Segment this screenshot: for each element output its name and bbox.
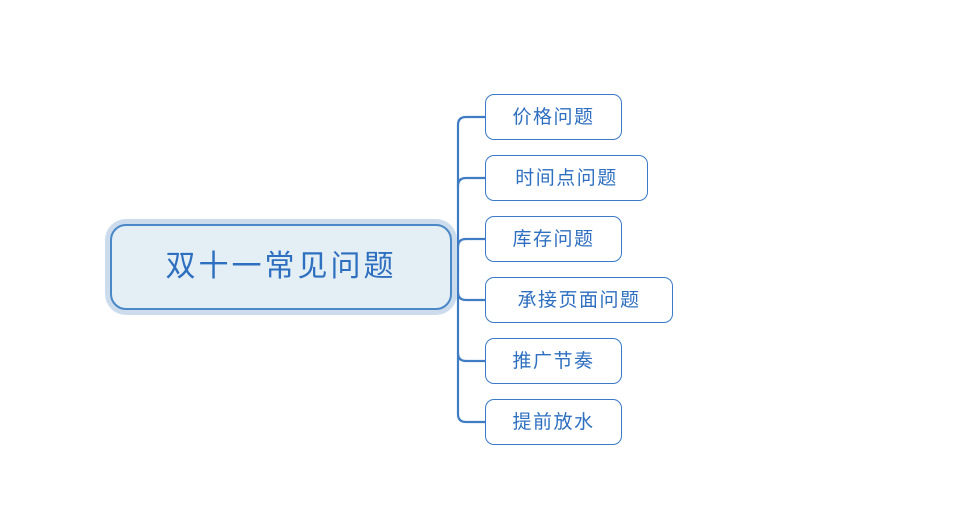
child-node-label: 推广节奏 — [512, 349, 595, 372]
child-node-label: 提前放水 — [512, 410, 595, 433]
child-node-label: 承接页面问题 — [517, 288, 641, 311]
child-node-price[interactable]: 价格问题 — [485, 94, 622, 140]
connector-branch-5 — [456, 412, 487, 424]
connector-branch-4 — [456, 351, 487, 363]
child-node-timing[interactable]: 时间点问题 — [485, 155, 648, 201]
child-node-promotion-rhythm[interactable]: 推广节奏 — [485, 338, 622, 384]
child-node-label: 时间点问题 — [515, 166, 618, 189]
child-node-early-release[interactable]: 提前放水 — [485, 399, 622, 445]
root-node-label: 双十一常见问题 — [165, 249, 397, 284]
root-node[interactable]: 双十一常见问题 — [110, 224, 452, 310]
connector-branch-3 — [456, 290, 487, 302]
child-node-landing-page[interactable]: 承接页面问题 — [485, 277, 673, 323]
child-node-label: 价格问题 — [512, 105, 595, 128]
connector-branch-0 — [456, 115, 487, 127]
child-node-label: 库存问题 — [512, 227, 595, 250]
child-node-inventory[interactable]: 库存问题 — [485, 216, 622, 262]
connector-branch-2 — [456, 237, 487, 249]
connector-branch-1 — [456, 176, 487, 188]
